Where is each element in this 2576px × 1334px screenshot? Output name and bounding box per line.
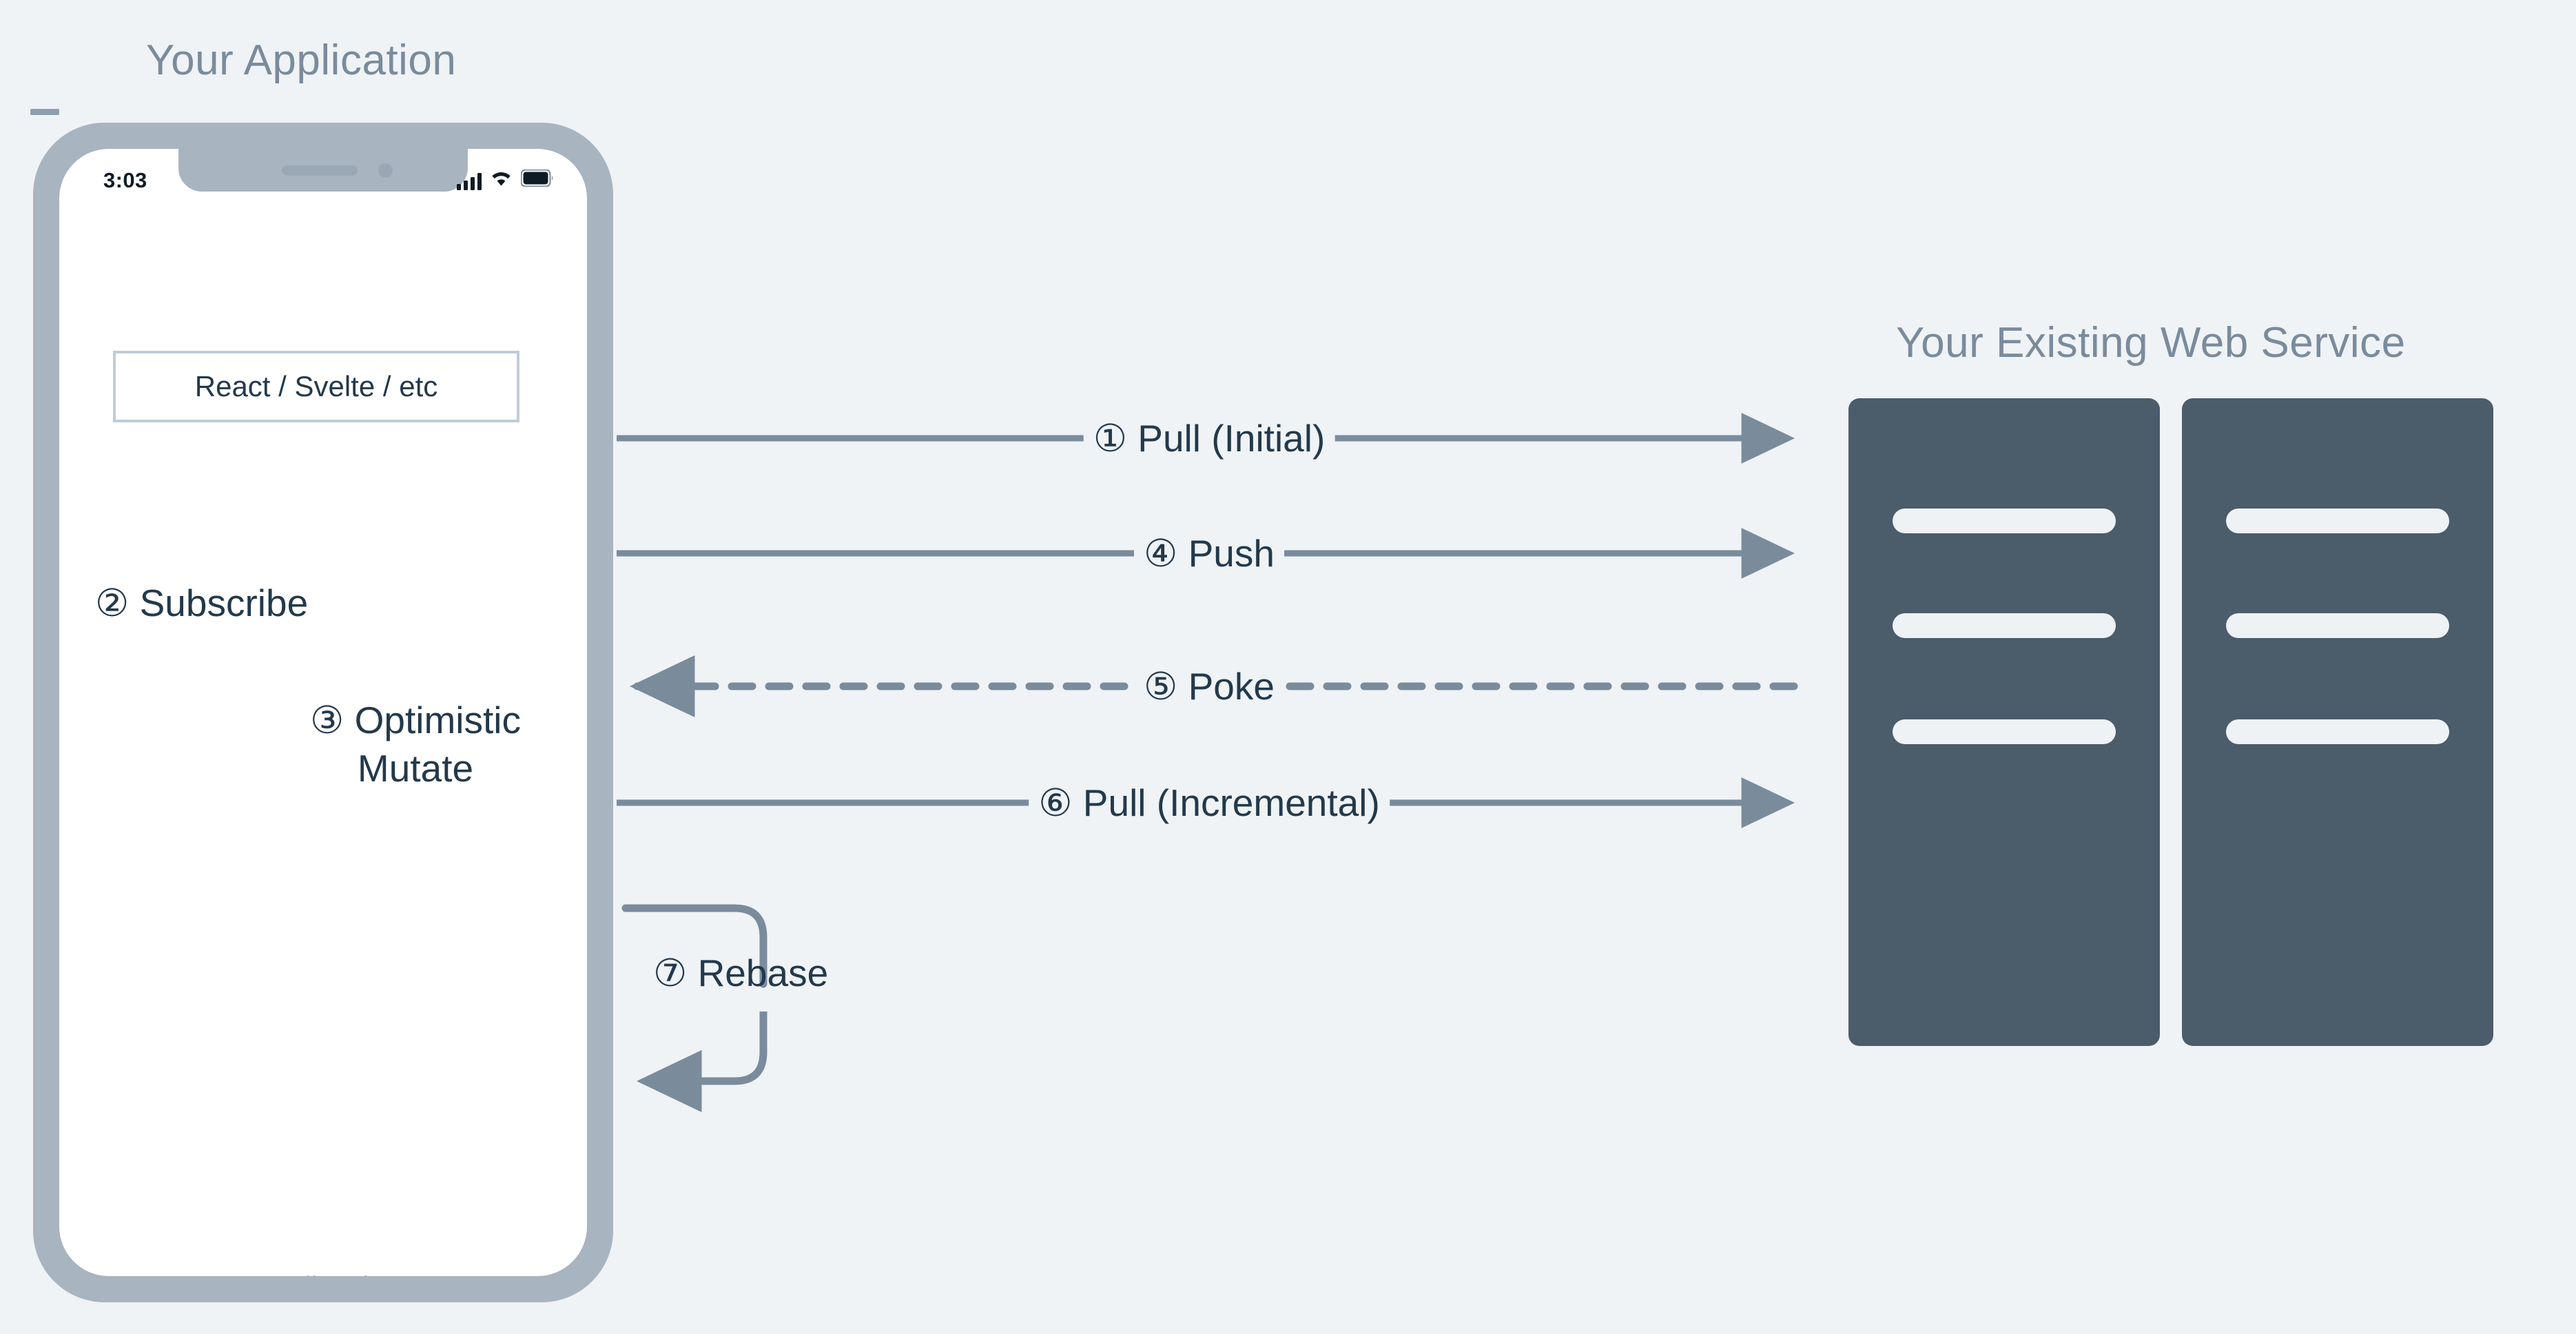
speaker-icon bbox=[282, 165, 358, 176]
server-slot bbox=[1893, 613, 2116, 638]
tick-mark bbox=[30, 109, 59, 115]
framework-box: React / Svelte / etc bbox=[113, 351, 519, 422]
framework-box-label: React / Svelte / etc bbox=[194, 370, 438, 402]
step-label-rebase: ⑦ Rebase bbox=[653, 952, 829, 994]
server-rack-1 bbox=[1848, 398, 2160, 1046]
cellular-signal-icon bbox=[457, 173, 482, 190]
web-service-title: Your Existing Web Service bbox=[1896, 319, 2406, 367]
step-label-pull-initial: ① Pull (Initial) bbox=[1083, 416, 1335, 460]
server-rack-2 bbox=[2182, 398, 2493, 1046]
status-time: 3:03 bbox=[103, 168, 147, 192]
step-label-push: ④ Push bbox=[1134, 531, 1284, 575]
step-label-optimistic-mutate: ③ Optimistic Mutate bbox=[310, 699, 521, 790]
server-slot bbox=[2226, 509, 2449, 533]
battery-icon bbox=[520, 169, 554, 190]
server-slot bbox=[2226, 719, 2449, 744]
phone-device: 3:03 bbox=[33, 123, 613, 1302]
step-label-pull-incremental: ⑥ Pull (Incremental) bbox=[1029, 781, 1390, 825]
step-label-subscribe: ② Subscribe bbox=[95, 582, 309, 624]
replicache-caption: Replicache bbox=[59, 1271, 587, 1276]
status-icons bbox=[457, 168, 554, 190]
server-slot bbox=[1893, 509, 2116, 533]
server-slot bbox=[1893, 719, 2116, 744]
status-bar: 3:03 bbox=[59, 149, 587, 203]
server-slot bbox=[2226, 613, 2449, 638]
camera-icon bbox=[378, 163, 393, 178]
step-label-poke: ⑤ Poke bbox=[1134, 664, 1284, 708]
phone-screen: 3:03 bbox=[59, 149, 587, 1276]
phone-notch bbox=[178, 149, 468, 192]
wifi-icon bbox=[490, 170, 513, 190]
application-title: Your Application bbox=[146, 37, 457, 84]
